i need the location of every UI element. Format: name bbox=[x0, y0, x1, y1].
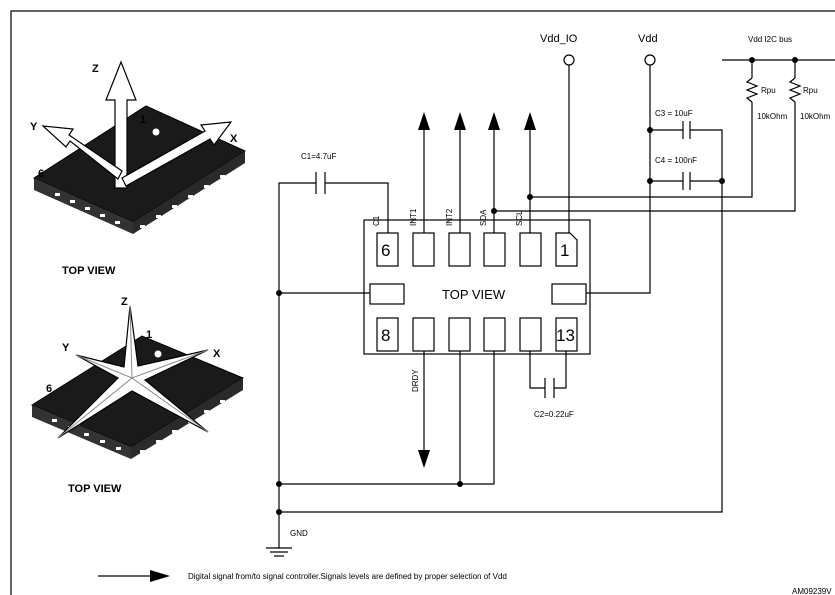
package-side-left bbox=[34, 178, 133, 234]
vdd-io-terminal bbox=[563, 54, 575, 66]
arrowheads bbox=[150, 57, 798, 582]
pad-left bbox=[369, 283, 405, 305]
y-axis-label: Y bbox=[30, 121, 38, 133]
y-axis-arrow bbox=[41, 125, 123, 180]
signal-int1: INT1 bbox=[409, 208, 418, 226]
package-side-right bbox=[133, 151, 245, 234]
figure-code: AM09239V bbox=[792, 587, 832, 595]
c2-label: C2=0.22uF bbox=[534, 410, 574, 419]
pin6-label: 6 bbox=[38, 168, 44, 180]
schematic bbox=[98, 54, 835, 577]
package-side-left-2 bbox=[32, 405, 131, 459]
c4-label: C4 = 100nF bbox=[655, 156, 697, 165]
signal-c1: C1 bbox=[372, 215, 381, 226]
pin1-dot-2 bbox=[154, 350, 162, 358]
pin-number-6: 6 bbox=[381, 241, 390, 260]
pin-number-13: 13 bbox=[556, 326, 575, 345]
pad-8 bbox=[376, 317, 399, 352]
signal-int2: INT2 bbox=[445, 208, 454, 226]
chip-center-label: TOP VIEW bbox=[442, 287, 506, 302]
signal-sda: SDA bbox=[479, 209, 488, 226]
pin1-dot bbox=[152, 128, 160, 136]
pad-1 bbox=[555, 232, 578, 267]
scl-arrowhead bbox=[524, 112, 536, 130]
vdd-label: Vdd bbox=[638, 33, 658, 45]
x-axis-label-2: X bbox=[213, 348, 221, 360]
drdy-arrowhead bbox=[418, 450, 430, 468]
rpu-resistor-1 bbox=[745, 77, 759, 103]
sda-arrowhead bbox=[488, 112, 500, 130]
pin-number-8: 8 bbox=[381, 326, 390, 345]
pin6-label-2: 6 bbox=[46, 383, 52, 395]
y-axis-label-2: Y bbox=[62, 342, 70, 354]
legend-arrowhead bbox=[150, 570, 170, 582]
int2-arrowhead bbox=[454, 112, 466, 130]
rpu-2-value: 10kOhm bbox=[800, 112, 831, 121]
z-axis-arrow bbox=[105, 60, 137, 189]
c3-label: C3 = 10uF bbox=[655, 109, 693, 118]
pin-number-1: 1 bbox=[560, 241, 569, 260]
vdd-io-label: Vdd_IO bbox=[540, 33, 578, 45]
rpu-2-label: Rpu bbox=[803, 86, 818, 95]
x-axis-arrow bbox=[121, 121, 233, 187]
vdd-terminal bbox=[644, 54, 656, 66]
c1-wire bbox=[325, 182, 389, 233]
figure-border bbox=[10, 10, 835, 595]
x-axis-label: X bbox=[230, 133, 238, 145]
junction-dot bbox=[276, 290, 282, 296]
pin1-label-2: 1 bbox=[146, 329, 152, 341]
z-axis-label: Z bbox=[92, 63, 99, 75]
legend-text: Digital signal from/to signal controller… bbox=[188, 572, 507, 581]
top-view-caption-1: TOP VIEW bbox=[62, 265, 116, 277]
signal-drdy: DRDY bbox=[411, 369, 420, 392]
z-axis-label-2: Z bbox=[121, 296, 128, 308]
pad-right bbox=[551, 283, 587, 305]
int1-arrowhead bbox=[418, 112, 430, 130]
i2c-bus-label: Vdd I2C bus bbox=[748, 35, 792, 44]
gnd-label: GND bbox=[290, 529, 308, 538]
orientation-view-tilted: Z Y X 1 6 TOP VIEW bbox=[30, 296, 245, 495]
rpu-1-label: Rpu bbox=[761, 86, 776, 95]
orientation-view-top: Z Y X 1 6 TOP VIEW bbox=[30, 60, 247, 277]
rpu-resistor-2 bbox=[788, 77, 802, 103]
c1-label: C1=4.7uF bbox=[301, 152, 336, 161]
pin1-label: 1 bbox=[140, 114, 146, 126]
rpu-1-value: 10kOhm bbox=[757, 112, 788, 121]
signal-scl: SCL bbox=[515, 210, 524, 226]
top-view-caption-2: TOP VIEW bbox=[68, 483, 122, 495]
package-pins bbox=[55, 175, 225, 228]
